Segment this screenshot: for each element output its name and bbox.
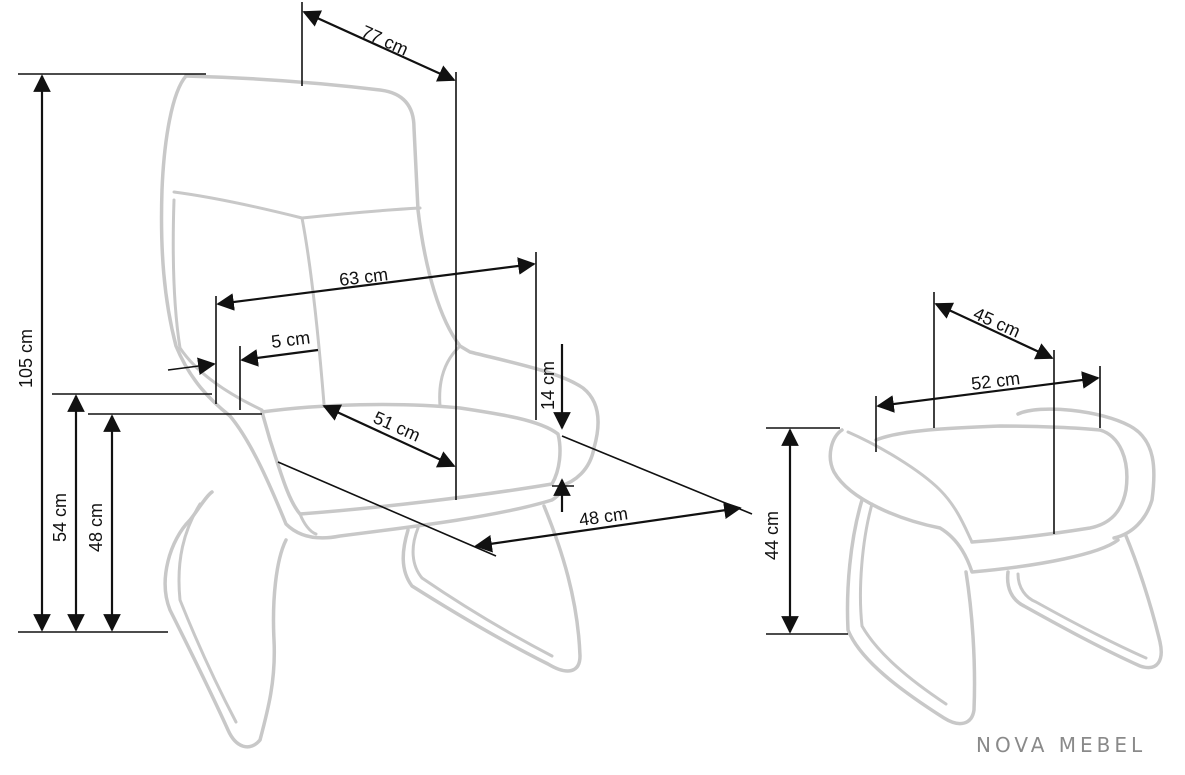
stool-front-inner <box>846 430 974 544</box>
chair-left-leg-inner <box>177 502 238 724</box>
dim-48cm-depth <box>474 501 742 553</box>
dimension-lines <box>18 2 1101 635</box>
chair-headrest-seam <box>172 190 422 220</box>
chair-right-leg-inner <box>411 526 554 658</box>
chair-right-leg <box>401 504 582 673</box>
chair-right-arm <box>438 344 462 408</box>
label-77cm: 77 cm <box>358 21 411 59</box>
label-45cm: 45 cm <box>970 303 1023 341</box>
label-52cm: 52 cm <box>970 368 1021 394</box>
chair-backrest <box>184 74 600 488</box>
label-105cm: 105 cm <box>16 329 36 388</box>
brand-logo-text: NOVA MEBEL <box>976 733 1146 757</box>
dim-77cm <box>302 10 456 82</box>
label-48cm-height: 48 cm <box>86 503 106 552</box>
label-44cm: 44 cm <box>762 511 782 560</box>
stool-left-leg <box>845 498 977 726</box>
dim-5cm-left <box>197 357 216 375</box>
stool-right-leg <box>1005 534 1163 670</box>
dim-5cm-right <box>240 348 319 367</box>
dim-45cm <box>934 302 1054 360</box>
label-63cm: 63 cm <box>338 264 389 290</box>
dim-63cm <box>216 257 536 311</box>
chair-back-center-seam <box>300 216 326 406</box>
ext-48-left <box>277 461 497 557</box>
ext-48-right <box>561 435 753 515</box>
chair-back-left-edge <box>159 74 232 418</box>
dim-51cm <box>322 404 456 468</box>
chair-shell-inner <box>298 512 318 536</box>
label-14cm: 14 cm <box>538 361 558 410</box>
stool-cushion-top <box>874 424 1129 544</box>
chair-left-leg <box>163 490 288 749</box>
stool-front-panel <box>828 428 1120 574</box>
stool-left-leg-inner <box>858 502 948 706</box>
dim-52cm <box>876 371 1100 413</box>
label-54cm: 54 cm <box>50 493 70 542</box>
label-5cm: 5 cm <box>270 327 311 352</box>
stool-right-leg-inner <box>1016 572 1148 660</box>
chair-back-inner-left <box>171 198 264 412</box>
chair-shell-bottom <box>228 414 563 540</box>
footstool-drawing <box>828 407 1163 726</box>
